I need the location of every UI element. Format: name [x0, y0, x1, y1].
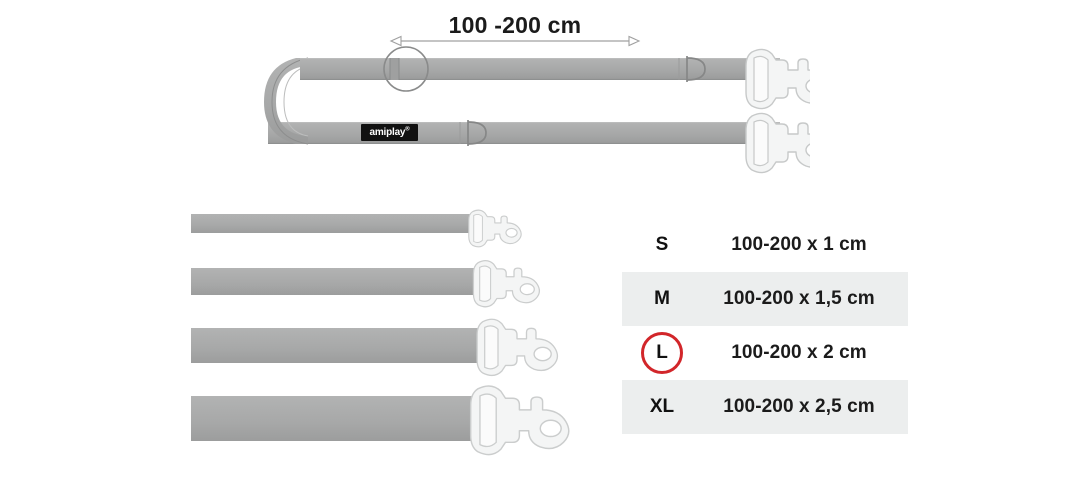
strap-sample-l	[191, 318, 559, 377]
trademark-mark: ®	[405, 126, 410, 133]
size-value-l: 100-200 x 2 cm	[731, 342, 867, 363]
strap-sample-s	[191, 209, 522, 248]
size-label-l-text: L	[656, 342, 668, 363]
trigger-snap-hook-lower-icon	[745, 112, 810, 174]
dimension-label: 100 -200 cm	[448, 12, 582, 38]
size-table-row-s: S 100-200 x 1 cm	[622, 218, 908, 272]
size-table-row-xl: XL 100-200 x 2,5 cm	[622, 380, 908, 434]
trigger-snap-hook-upper-icon	[745, 48, 810, 110]
size-label-xl: XL	[649, 396, 675, 417]
d-ring-slider-upper-icon	[678, 56, 706, 82]
size-table-row-m: M 100-200 x 1,5 cm	[622, 272, 908, 326]
upper-strap-run	[300, 58, 780, 80]
brand-name: amiplay	[369, 126, 406, 138]
strap-fold-loop	[264, 57, 309, 145]
size-table-row-l: L 100-200 x 2 cm	[622, 326, 908, 380]
size-label-m: M	[654, 288, 670, 309]
d-ring-slider-lower-icon	[459, 120, 487, 146]
size-label-l: L	[622, 332, 702, 374]
strap-sample-xl	[191, 385, 570, 456]
size-value-m: 100-200 x 1,5 cm	[723, 288, 875, 309]
size-value-s: 100-200 x 1 cm	[731, 234, 867, 255]
strap-sample-m	[191, 260, 540, 308]
size-label-s: S	[655, 234, 669, 255]
brand-label: amiplay®	[361, 124, 418, 141]
size-table: S 100-200 x 1 cm M 100-200 x 1,5 cm L 10…	[622, 218, 908, 434]
leash-illustration	[264, 46, 810, 174]
size-value-xl: 100-200 x 2,5 cm	[723, 396, 875, 417]
strap-width-samples	[191, 209, 570, 456]
lower-strap-run	[268, 122, 780, 144]
o-ring-icon	[383, 46, 429, 92]
double-headed-arrow	[389, 35, 641, 47]
